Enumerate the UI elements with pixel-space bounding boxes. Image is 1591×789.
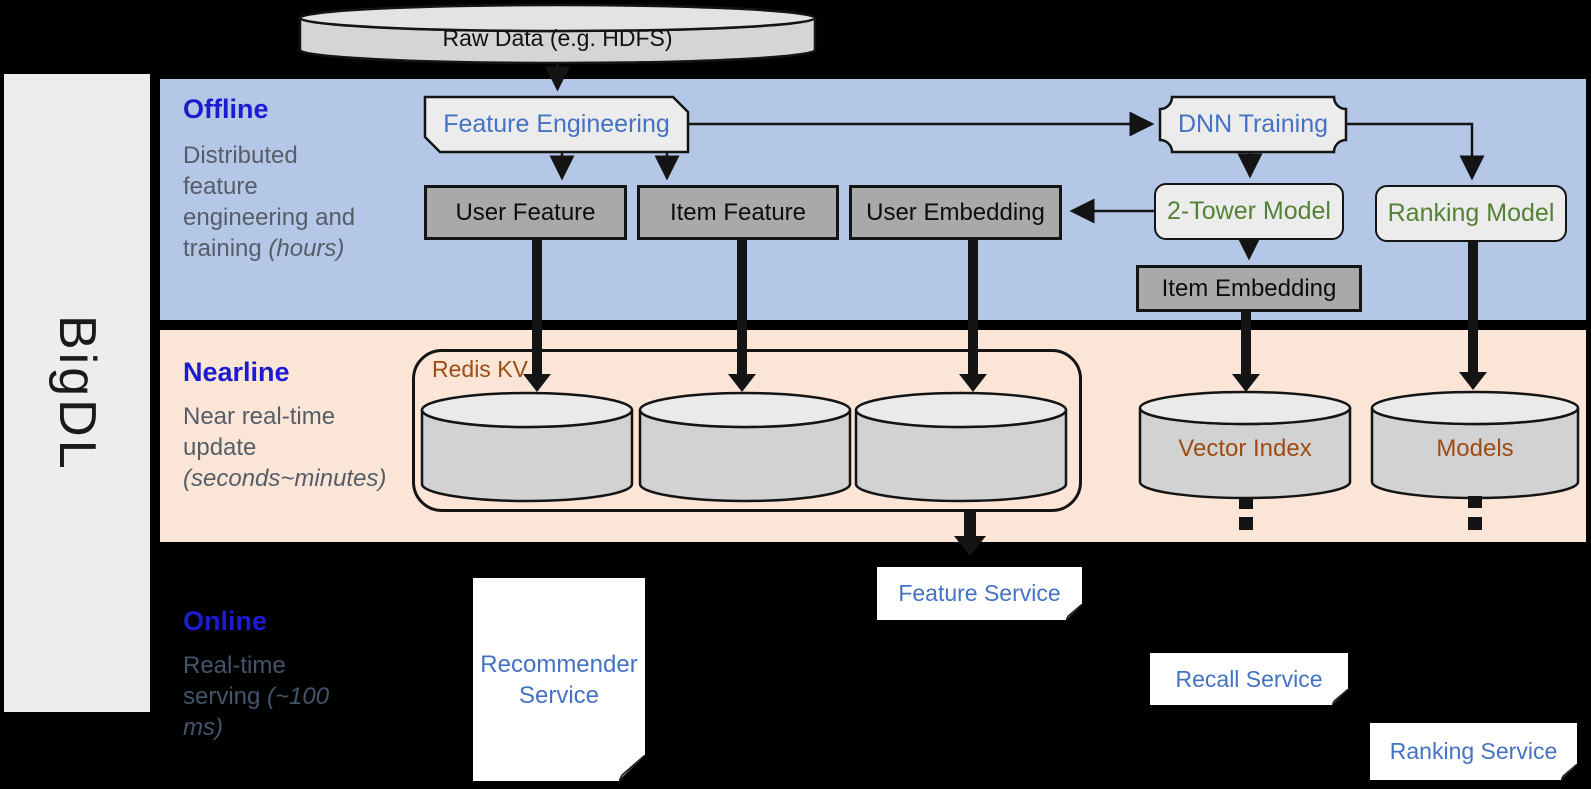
recall-service-label: Recall Service bbox=[1175, 665, 1323, 692]
online-description: Real-time serving (~100 ms) bbox=[183, 650, 333, 743]
nearline-description-text: Near real-time update bbox=[183, 403, 336, 461]
nearline-title: Nearline bbox=[183, 357, 290, 387]
online-title: Online bbox=[183, 606, 268, 636]
offline-title: Offline bbox=[183, 94, 269, 124]
offline-description: Distributed feature engineering and trai… bbox=[183, 140, 378, 264]
ranking-service-label: Ranking Service bbox=[1389, 738, 1558, 764]
online-description-text: Real-time serving bbox=[183, 652, 286, 710]
offline-description-text: Distributed feature engineering and trai… bbox=[183, 142, 356, 262]
ranking-model-box: Ranking Model bbox=[1375, 185, 1567, 242]
feature-service-label: Feature Service bbox=[898, 580, 1061, 606]
recommender-service-label: Recommender Service bbox=[480, 650, 638, 709]
ranking-service-doc: Ranking Service bbox=[1370, 723, 1577, 780]
vector-index-label: Vector Index bbox=[1178, 435, 1312, 462]
folded-corner-icon bbox=[1561, 764, 1577, 780]
feature-engineering-label: Feature Engineering bbox=[443, 110, 670, 138]
online-description-note: (~100 ms) bbox=[183, 683, 330, 741]
models-label: Models bbox=[1436, 435, 1514, 462]
two-tower-model-box: 2-Tower Model bbox=[1154, 183, 1344, 240]
folded-corner-icon bbox=[619, 755, 645, 781]
user-embedding-box: User Embedding bbox=[849, 185, 1062, 240]
folded-corner-icon bbox=[1332, 689, 1348, 705]
user-feature-box: User Feature bbox=[424, 185, 627, 240]
nearline-description: Near real-time update (seconds~minutes) bbox=[183, 401, 403, 494]
folded-corner-icon bbox=[1066, 604, 1082, 620]
item-embedding-box: Item Embedding bbox=[1136, 265, 1362, 312]
raw-data-label: Raw Data (e.g. HDFS) bbox=[442, 24, 673, 51]
redis-kv-label: Redis KV bbox=[432, 356, 528, 382]
feature-service-doc: Feature Service bbox=[877, 567, 1082, 620]
offline-description-note: (hours) bbox=[268, 235, 345, 262]
nearline-description-note: (seconds~minutes) bbox=[183, 465, 387, 492]
recall-service-doc: Recall Service bbox=[1150, 653, 1348, 705]
brand-label: BigDL bbox=[48, 314, 106, 472]
recommender-service-doc: Recommender Service bbox=[473, 578, 645, 781]
bigdl-brand-panel: BigDL bbox=[4, 74, 150, 712]
dnn-training-label: DNN Training bbox=[1177, 110, 1329, 138]
item-feature-box: Item Feature bbox=[637, 185, 839, 240]
